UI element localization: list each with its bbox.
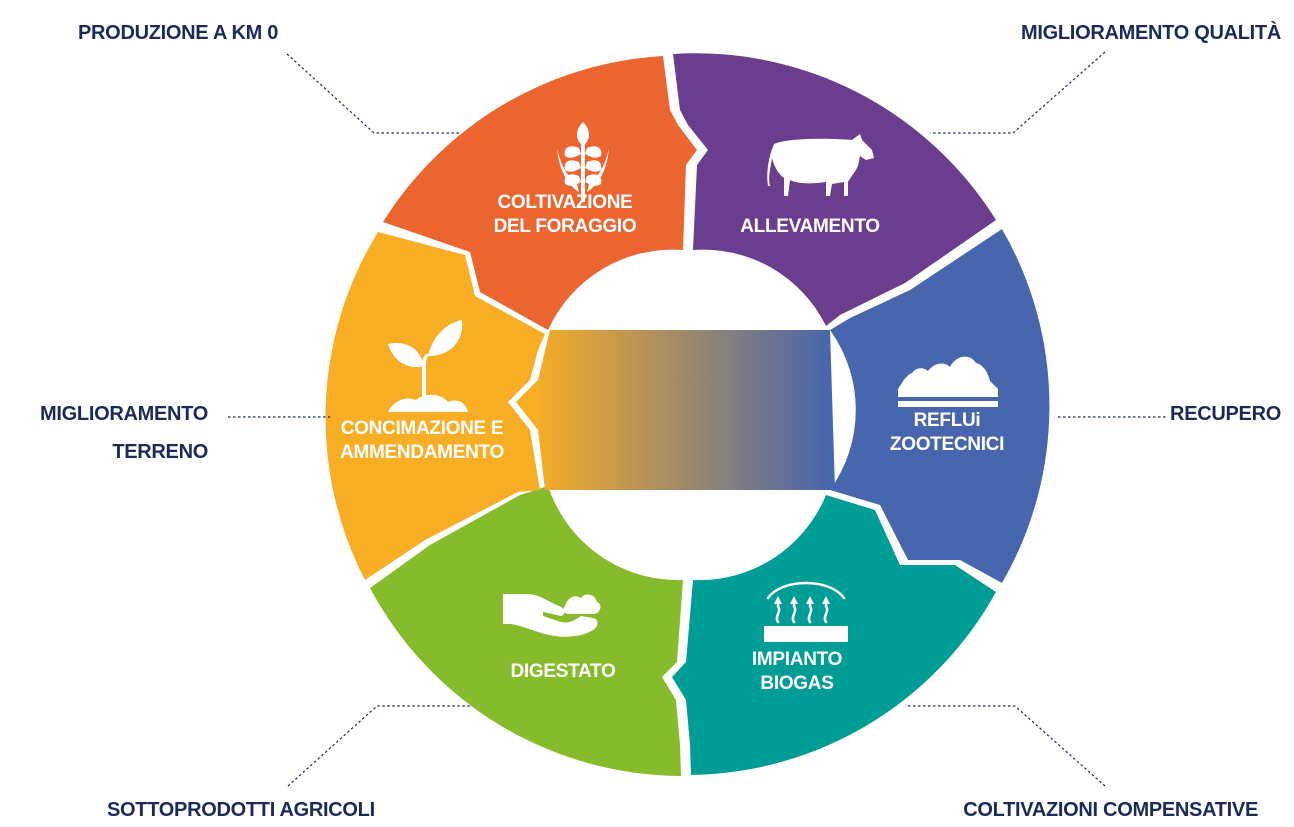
label-concimazione-line: AMMENDAMENTO	[340, 442, 504, 463]
label-reflui-line: ZOOTECNICI	[890, 434, 1004, 455]
label-concimazione-line: CONCIMAZIONE E	[341, 418, 504, 439]
outer-label-terreno-line: TERRENO	[112, 441, 208, 463]
outer-label-km0: PRODUZIONE A KM 0	[78, 22, 278, 44]
label-coltivazione: COLTIVAZIONE DEL FORAGGIO	[494, 192, 637, 237]
outer-label-sottoprodotti-line: SOTTOPRODOTTI AGRICOLI	[107, 799, 375, 821]
label-biogas-line: BIOGAS	[760, 673, 833, 694]
label-concimazione: CONCIMAZIONE E AMMENDAMENTO	[340, 418, 504, 463]
connector-km0	[286, 53, 460, 134]
label-reflui-line: REFLUi	[914, 410, 981, 431]
segment-digestato	[370, 486, 683, 776]
connector-qualita	[930, 51, 1106, 134]
label-digestato: DIGESTATO	[511, 661, 616, 682]
center-gradient-band	[516, 330, 835, 490]
label-allevamento-line: ALLEVAMENTO	[740, 216, 880, 237]
label-coltivazione-line: COLTIVAZIONE	[497, 192, 632, 213]
outer-label-qualita-line: MIGLIORAMENTO QUALITÀ	[1021, 21, 1281, 44]
connector-sottoprodotti	[287, 705, 470, 787]
cow-icon	[767, 134, 874, 196]
hand-soil-icon	[503, 594, 601, 637]
label-digestato-line: DIGESTATO	[511, 661, 616, 682]
label-coltivazione-line: DEL FORAGGIO	[494, 216, 637, 237]
sprout-icon	[388, 320, 468, 412]
outer-label-recupero-line: RECUPERO	[1170, 403, 1281, 425]
outer-label-qualita: MIGLIORAMENTO QUALITÀ	[1021, 21, 1281, 44]
label-biogas-line: IMPIANTO	[752, 649, 842, 670]
outer-label-terreno-line: MIGLIORAMENTO	[40, 403, 208, 425]
connector-compensative	[905, 705, 1106, 787]
outer-label-sottoprodotti: SOTTOPRODOTTI AGRICOLI	[107, 799, 375, 821]
outer-label-compensative: COLTIVAZIONI COMPENSATIVE	[963, 799, 1258, 821]
outer-label-recupero: RECUPERO	[1170, 403, 1281, 425]
label-biogas: IMPIANTO BIOGAS	[752, 649, 842, 694]
wheat-icon	[557, 122, 609, 202]
outer-label-terreno: MIGLIORAMENTO TERRENO	[40, 403, 208, 463]
heat-arrows-icon	[764, 581, 848, 642]
outer-label-compensative-line: COLTIVAZIONI COMPENSATIVE	[963, 799, 1258, 821]
manure-pile-icon	[898, 356, 998, 407]
segment-allevamento	[673, 53, 996, 327]
label-allevamento: ALLEVAMENTO	[740, 216, 880, 237]
segment-coltivazione	[383, 56, 697, 330]
outer-label-km0-line: PRODUZIONE A KM 0	[78, 22, 278, 44]
